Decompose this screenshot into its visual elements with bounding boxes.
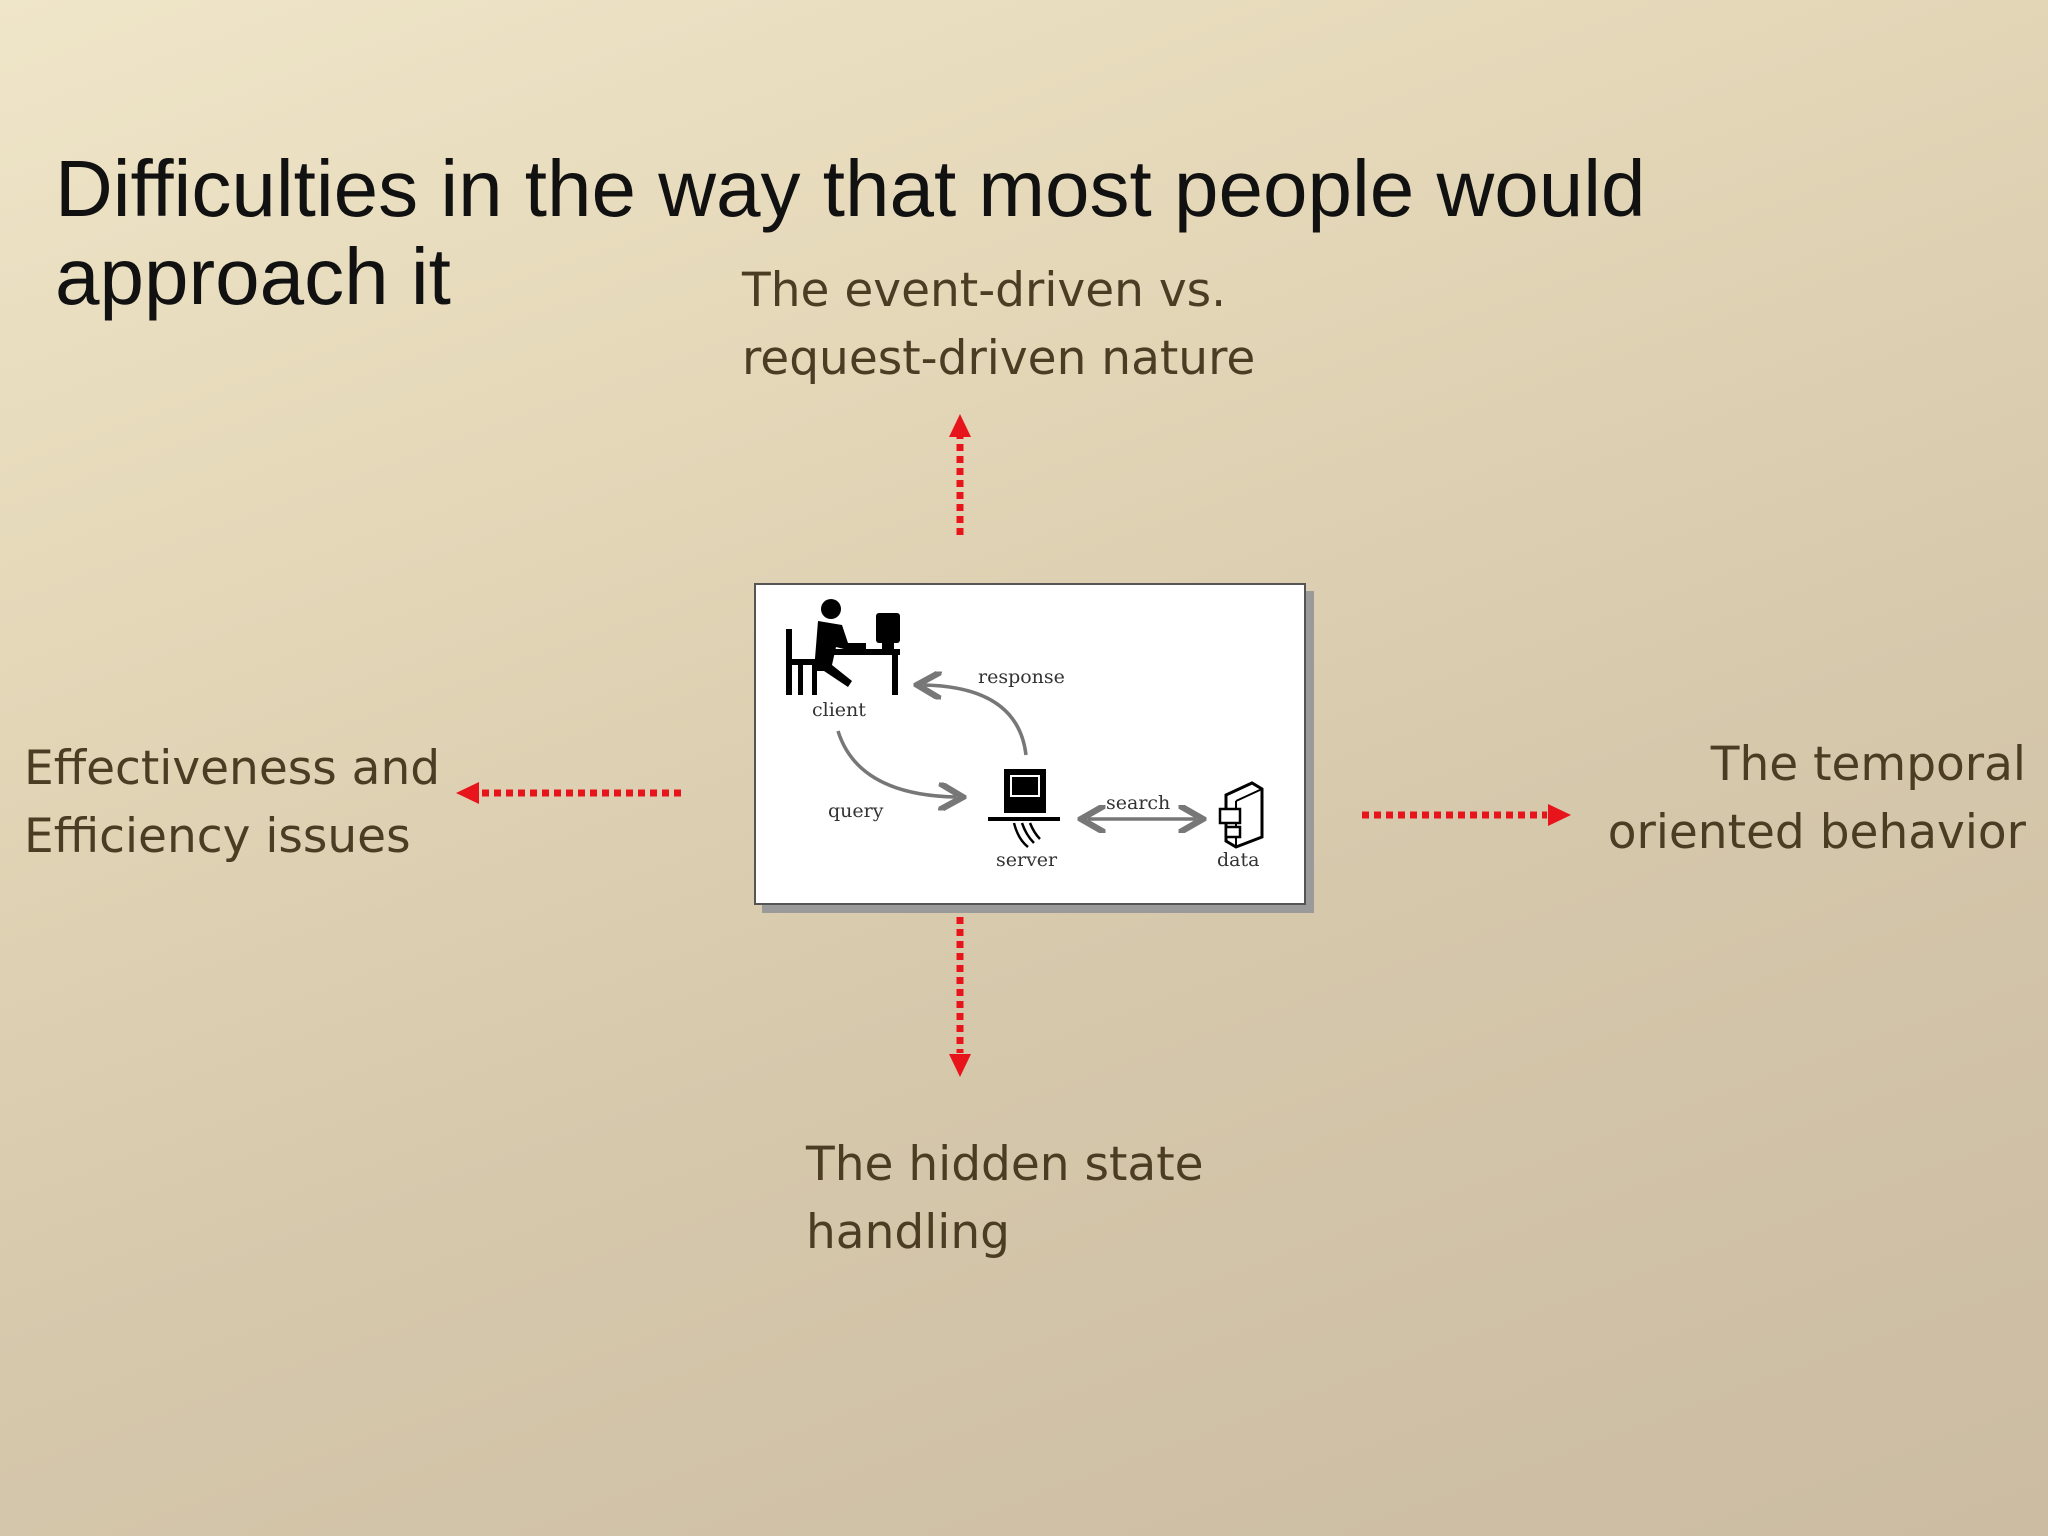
- label-left: Effectiveness and Efficiency issues: [24, 735, 440, 871]
- label-left-line-2: Efficiency issues: [24, 809, 411, 864]
- query-arrow: [836, 730, 956, 797]
- arrow-right: [1362, 804, 1571, 826]
- label-bottom-line-1: The hidden state: [806, 1137, 1204, 1192]
- arrow-up: [949, 414, 971, 535]
- slide-title-line-1: Difficulties in the way that most people…: [55, 144, 1646, 233]
- arrow-down: [949, 917, 971, 1077]
- label-bottom: The hidden state handling: [806, 1131, 1204, 1267]
- label-top-line-1: The event-driven vs.: [742, 263, 1227, 318]
- arrow-left: [456, 782, 681, 804]
- data-icon: [1218, 781, 1264, 849]
- label-bottom-line-2: handling: [806, 1205, 1010, 1260]
- query-label: query: [828, 800, 884, 822]
- slide-title-line-2: approach it: [55, 232, 451, 321]
- label-top-line-2: request-driven nature: [742, 331, 1256, 386]
- data-label: data: [1217, 849, 1259, 871]
- server-icon: [988, 769, 1060, 848]
- slide-title: Difficulties in the way that most people…: [55, 145, 1755, 321]
- label-right-line-2: oriented behavior: [1607, 805, 2026, 860]
- client-label: client: [812, 699, 866, 721]
- response-label: response: [978, 666, 1065, 688]
- client-icon: [786, 599, 900, 695]
- label-right: The temporal oriented behavior: [1608, 731, 2026, 867]
- label-left-line-1: Effectiveness and: [24, 741, 441, 796]
- client-server-diagram: client server data response query search: [754, 583, 1306, 905]
- server-label: server: [996, 849, 1058, 871]
- label-right-line-1: The temporal: [1710, 737, 2026, 792]
- response-arrow: [924, 685, 1028, 756]
- label-top: The event-driven vs. request-driven natu…: [742, 257, 1255, 393]
- search-label: search: [1106, 792, 1170, 814]
- client-server-svg: client server data response query search: [786, 599, 1264, 871]
